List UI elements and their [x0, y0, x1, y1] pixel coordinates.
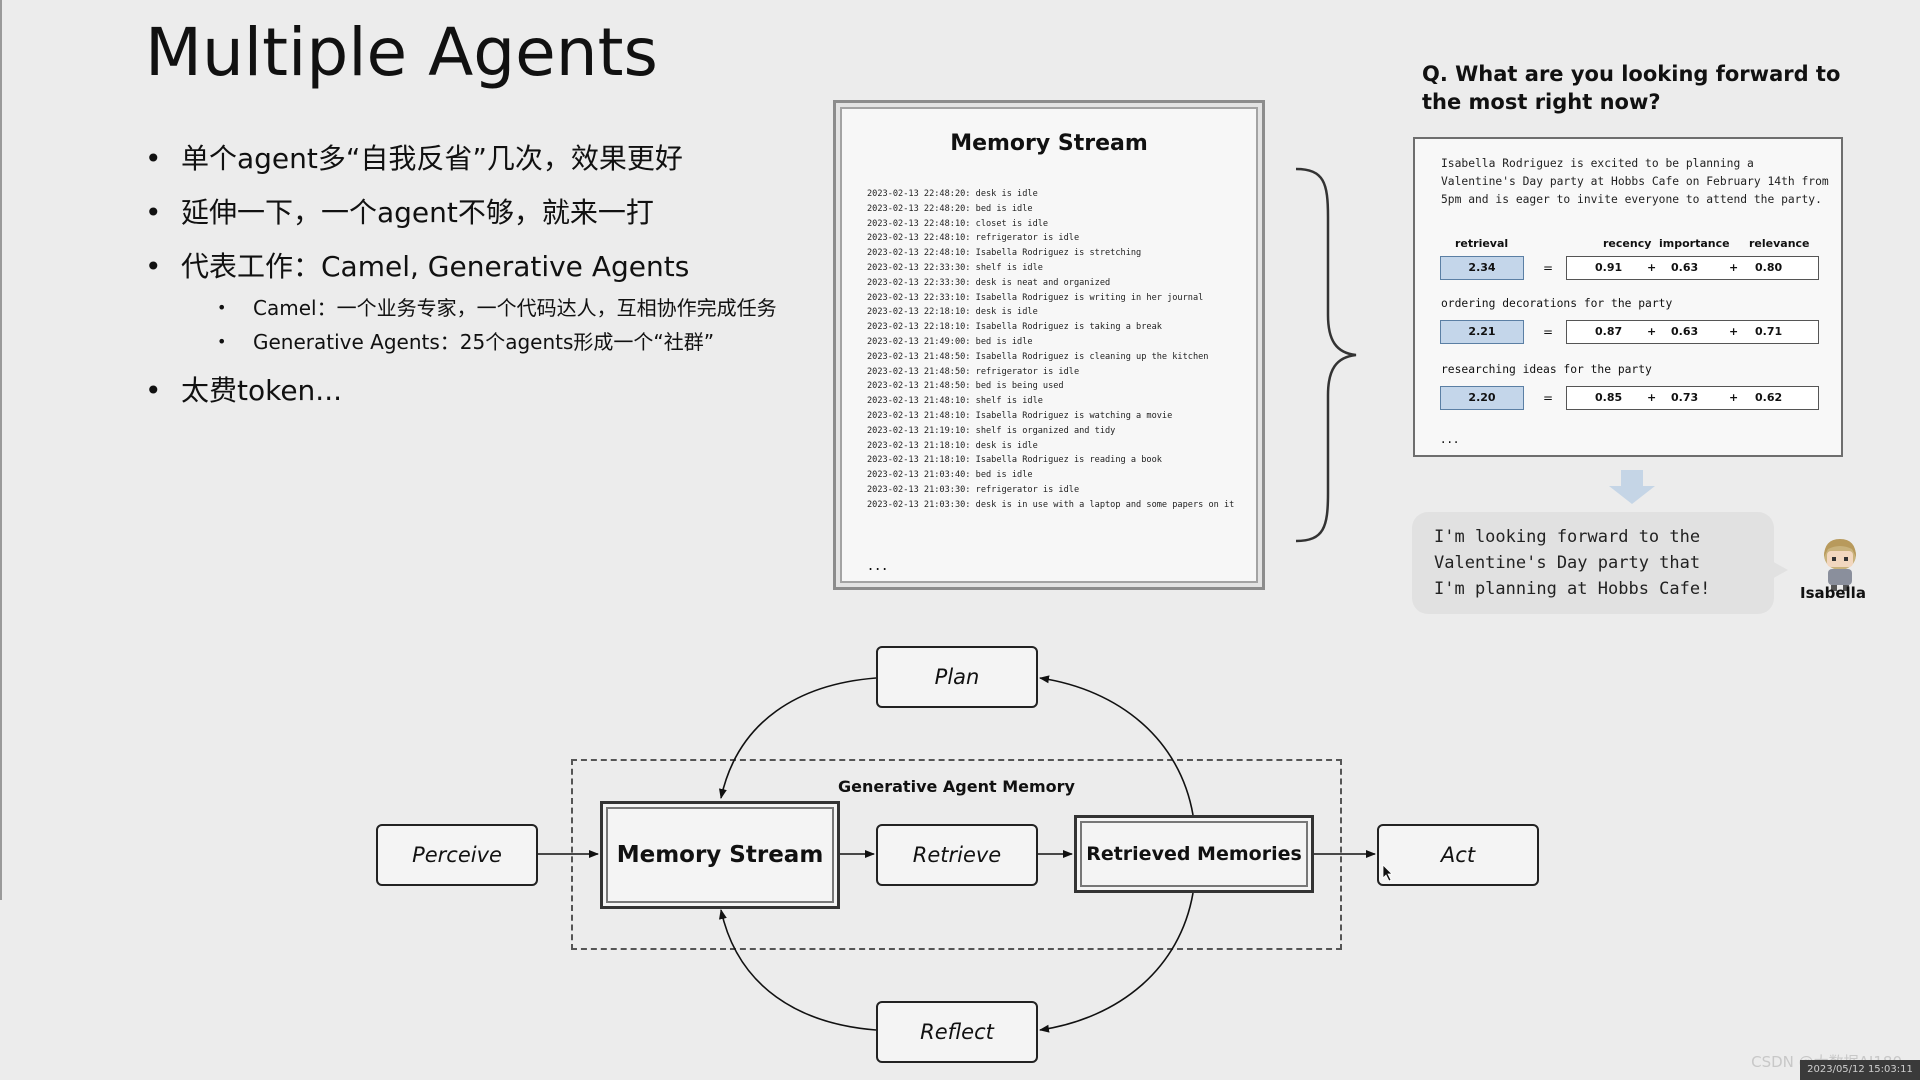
mouse-cursor-icon [1382, 864, 1393, 882]
bullet-representative-work: 代表工作：Camel, Generative Agents Camel：一个业务… [145, 250, 777, 354]
retrieval-score: 2.34 [1440, 256, 1524, 280]
bullet-reflection: 单个agent多“自我反省”几次，效果更好 [145, 142, 777, 176]
generative-agent-memory-label: Generative Agent Memory [838, 777, 1075, 796]
memory-stream-ellipsis: ... [868, 555, 890, 574]
reflect-node: Reflect [876, 1001, 1038, 1063]
bullet-list: 单个agent多“自我反省”几次，效果更好 延伸一下，一个agent不够，就来一… [145, 142, 777, 428]
header-retrieval: retrieval [1455, 237, 1509, 250]
memory-entry: 2023-02-13 21:48:50: bed is being used [867, 381, 1064, 392]
query-question: Q. What are you looking forward to the m… [1422, 62, 1841, 114]
bullet-representative-work-text: 代表工作：Camel, Generative Agents [181, 250, 690, 283]
act-node: Act [1377, 824, 1539, 886]
response-line: I'm planning at Hobbs Cafe! [1434, 579, 1711, 599]
memory-stream-panel-title: Memory Stream [950, 131, 1148, 156]
left-window-edge [0, 0, 2, 900]
memory-entry: 2023-02-13 21:48:50: refrigerator is idl… [867, 366, 1080, 377]
memory-label: ordering decorations for the party [1441, 297, 1673, 310]
memory-entry: 2023-02-13 22:33:30: shelf is idle [867, 262, 1043, 273]
memory-stream-entries: 2023-02-13 22:48:20: desk is idle 2023-0… [867, 189, 1252, 515]
memory-entry: 2023-02-13 21:49:00: bed is idle [867, 336, 1033, 347]
equals-sign: = [1543, 325, 1554, 339]
memory-entry: 2023-02-13 21:19:10: shelf is organized … [867, 425, 1116, 436]
plus-sign: + [1647, 391, 1657, 404]
memory-entry: 2023-02-13 21:48:10: Isabella Rodriguez … [867, 410, 1173, 421]
memory-stream-panel: Memory Stream 2023-02-13 22:48:20: desk … [833, 100, 1265, 590]
header-recency: recency [1603, 237, 1652, 250]
curly-brace-icon [1295, 167, 1357, 543]
score-factors: 0.85 + 0.73 + 0.62 [1566, 386, 1819, 410]
score-factors: 0.91 + 0.63 + 0.80 [1566, 256, 1819, 280]
retrieval-score: 2.20 [1440, 386, 1524, 410]
bullet-more-agents: 延伸一下，一个agent不够，就来一打 [145, 196, 777, 230]
retrieval-score-box: Isabella Rodriguez is excited to be plan… [1413, 137, 1843, 457]
plus-sign: + [1647, 325, 1657, 338]
plus-sign: + [1729, 391, 1739, 404]
slide-title: Multiple Agents [145, 14, 658, 91]
memory-entry: 2023-02-13 21:03:30: refrigerator is idl… [867, 484, 1080, 495]
plus-sign: + [1647, 261, 1657, 274]
arrow-down-icon [1609, 470, 1655, 504]
response-line: Valentine's Day party that [1434, 553, 1701, 573]
memory-entry: 2023-02-13 22:33:30: desk is neat and or… [867, 277, 1111, 288]
score-ellipsis: ... [1441, 431, 1461, 447]
sub-bullet-generative-agents: Generative Agents：25个agents形成一个“社群” [217, 330, 777, 354]
sub-bullet-list: Camel：一个业务专家，一个代码达人，互相协作完成任务 Generative … [181, 296, 777, 354]
timestamp-overlay: 2023/05/12 15:03:11 [1800, 1060, 1920, 1080]
plan-node: Plan [876, 646, 1038, 708]
memory-entry: 2023-02-13 21:48:50: Isabella Rodriguez … [867, 351, 1209, 362]
memory-entry: 2023-02-13 21:48:10: shelf is idle [867, 396, 1043, 407]
header-importance: importance [1659, 237, 1730, 250]
score-factors: 0.87 + 0.63 + 0.71 [1566, 320, 1819, 344]
plus-sign: + [1729, 325, 1739, 338]
speaker-name: Isabella [1800, 584, 1866, 602]
memory-entry: 2023-02-13 22:48:10: refrigerator is idl… [867, 233, 1080, 244]
memory-entry: 2023-02-13 22:48:20: bed is idle [867, 203, 1033, 214]
memory-entry: 2023-02-13 22:48:20: desk is idle [867, 189, 1038, 199]
memory-entry: 2023-02-13 22:18:10: desk is idle [867, 307, 1038, 318]
isabella-avatar-icon [1824, 539, 1856, 591]
importance-score: 0.63 [1671, 261, 1699, 274]
relevance-score: 0.62 [1755, 391, 1783, 404]
equals-sign: = [1543, 391, 1554, 405]
relevance-score: 0.71 [1755, 325, 1783, 338]
retrieval-score: 2.21 [1440, 320, 1524, 344]
memory-entry: 2023-02-13 22:18:10: Isabella Rodriguez … [867, 322, 1162, 333]
perceive-node: Perceive [376, 824, 538, 886]
bullet-token-cost: 太费token... [145, 374, 777, 408]
memory-entry: 2023-02-13 21:03:30: desk is in use with… [867, 499, 1235, 510]
memory-stream-node: Memory Stream [600, 801, 840, 909]
importance-score: 0.63 [1671, 325, 1699, 338]
equals-sign: = [1543, 261, 1554, 275]
recency-score: 0.91 [1595, 261, 1623, 274]
top-memory-description: Isabella Rodriguez is excited to be plan… [1441, 157, 1829, 206]
recency-score: 0.85 [1595, 391, 1623, 404]
retrieve-node: Retrieve [876, 824, 1038, 886]
speech-bubble-tail [1770, 560, 1788, 580]
sub-bullet-camel: Camel：一个业务专家，一个代码达人，互相协作完成任务 [217, 296, 777, 320]
memory-entry: 2023-02-13 21:03:40: bed is idle [867, 470, 1033, 481]
response-line: I'm looking forward to the [1434, 527, 1701, 547]
plus-sign: + [1729, 261, 1739, 274]
memory-entry: 2023-02-13 21:18:10: Isabella Rodriguez … [867, 455, 1162, 466]
memory-entry: 2023-02-13 22:33:10: Isabella Rodriguez … [867, 292, 1204, 303]
memory-entry: 2023-02-13 22:48:10: closet is idle [867, 218, 1049, 229]
header-relevance: relevance [1749, 237, 1810, 250]
memory-entry: 2023-02-13 22:48:10: Isabella Rodriguez … [867, 248, 1142, 259]
relevance-score: 0.80 [1755, 261, 1783, 274]
response-speech-bubble: I'm looking forward to the Valentine's D… [1412, 512, 1774, 614]
memory-entry: 2023-02-13 21:18:10: desk is idle [867, 440, 1038, 451]
retrieved-memories-node: Retrieved Memories [1074, 815, 1314, 893]
importance-score: 0.73 [1671, 391, 1699, 404]
recency-score: 0.87 [1595, 325, 1623, 338]
memory-label: researching ideas for the party [1441, 363, 1652, 376]
